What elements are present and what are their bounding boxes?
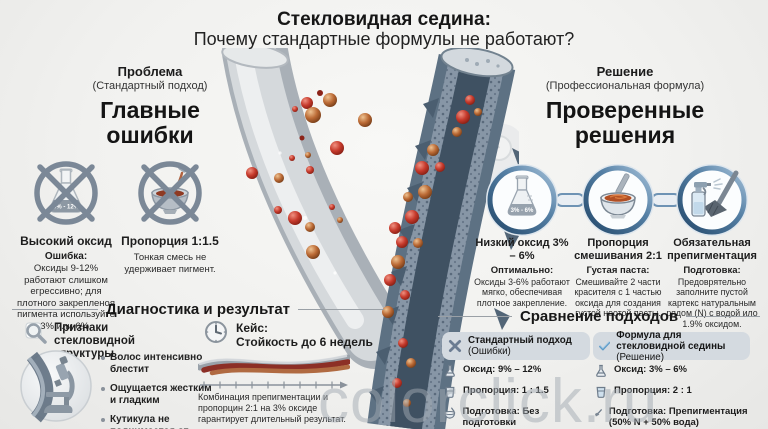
- problem-heading: Главные ошибки: [100, 97, 200, 148]
- microscope-icon: [20, 350, 92, 423]
- list-item: Ощущается жестким и гладким: [101, 383, 219, 407]
- signs-bullet-list: Волос интенсивно блестит Ощущается жестк…: [101, 352, 219, 429]
- measuring-cup-icon: [445, 386, 455, 398]
- formula-header: Формула для стекловидной седины (Решение…: [593, 330, 750, 363]
- bullet-dot-icon: [101, 387, 105, 391]
- table-row: Оксид: 9% – 12%: [443, 364, 591, 378]
- table-row: Подготовка: Без подготовки: [443, 406, 591, 428]
- mixing-bowl-icon: [582, 164, 654, 236]
- high-oxide-badge: 9% - 12%: [53, 205, 80, 211]
- solution-kicker: Решение: [596, 64, 654, 79]
- solution-item-prepigmentation: Обязательная препигментация Подготовка: …: [666, 237, 758, 329]
- chain-link-icon: [555, 193, 585, 207]
- chain-link-icon: [651, 193, 681, 207]
- case-title: Кейс:: [236, 321, 269, 335]
- problem-item-title: Высокий оксид: [20, 234, 112, 248]
- solution-heading: Проверенные решения: [545, 97, 705, 148]
- solution-icons-row: 3% - 6%: [486, 164, 748, 236]
- flask-icon: [596, 364, 606, 377]
- divider: [298, 308, 385, 311]
- arrowhead-icon: [340, 381, 348, 389]
- glassy-strand-art: [221, 48, 408, 369]
- table-row: Пропорция: 1 : 1.5: [443, 385, 591, 399]
- bowl-icon: [444, 407, 456, 419]
- no-high-oxide-flask-icon: 9% - 12%: [34, 161, 98, 225]
- divider: [686, 315, 761, 318]
- measuring-cup-icon: [596, 386, 606, 398]
- standard-approach-rows: Оксид: 9% – 12% Пропорция: 1 : 1.5 Подго…: [443, 364, 591, 429]
- open-cuticle-strand-art: [367, 48, 519, 429]
- bullet-dot-icon: [101, 418, 105, 422]
- table-row: Оксид: 3% – 6%: [594, 364, 756, 378]
- solution-header: Решение (Профессиональная формула): [505, 64, 745, 92]
- hair-wave-art: [198, 354, 350, 376]
- problem-item-body: Тонкая смесь не удерживает пигмент.: [124, 252, 216, 275]
- diagnostics-heading: Диагностика и результат: [12, 301, 385, 318]
- problem-item-high-oxide: 9% - 12% Высокий оксид Ошибка: Оксиды 9-…: [12, 156, 120, 332]
- timeline-axis: [200, 381, 348, 389]
- page-title: Стекловидная седина:: [277, 9, 491, 30]
- solution-item-ratio: Пропорция смешивания 2:1 Густая паста: С…: [574, 237, 662, 319]
- divider: [438, 315, 512, 318]
- formula-rows: Оксид: 3% – 6% Пропорция: 2 : 1 Подготов…: [594, 364, 756, 429]
- table-row: Подготовка: Препигментация (50% N + 50% …: [594, 406, 756, 428]
- no-thin-mix-bowl-icon: [138, 161, 202, 225]
- tint-brush-icon: [594, 409, 602, 417]
- problem-kicker: Проблема: [117, 64, 183, 79]
- list-item: Кутикула не поднимается от влаги: [101, 414, 219, 429]
- clock-icon: [205, 321, 227, 343]
- problem-item-body: Оксиды 9-12% работают слишком егрессивно…: [17, 263, 115, 332]
- problem-item-proportion: Пропорция 1:1.5 Тонкая смесь не удержива…: [116, 156, 224, 275]
- comparison-heading: Сравнение подходов: [438, 308, 761, 325]
- problem-header: Проблема (Стандартный подход): [30, 64, 270, 92]
- standard-approach-header: Стандартный подход (Ошибки): [442, 332, 590, 360]
- check-mark-icon: [599, 341, 611, 351]
- low-oxide-badge: 3% - 6%: [511, 208, 534, 214]
- spray-and-brush-icon: [676, 164, 748, 236]
- solution-item-low-oxide: Низкий оксид 3% – 6% Оптимально: Оксиды …: [474, 237, 570, 308]
- pigment-spheres-inside: [382, 95, 482, 407]
- floating-pigment-droplets: [246, 90, 372, 259]
- flask-icon: [445, 364, 455, 377]
- x-mark-icon: [448, 339, 462, 353]
- problem-item-sub: Ошибка:: [44, 251, 88, 262]
- problem-item-title: Пропорция 1:1.5: [121, 234, 219, 248]
- table-row: Пропорция: 2 : 1: [594, 385, 756, 399]
- magnifier-icon: [25, 322, 47, 344]
- hair-strands-illustration: [221, 48, 519, 429]
- low-oxide-flask-icon: 3% - 6%: [486, 164, 558, 236]
- divider: [12, 308, 98, 311]
- list-item: Волос интенсивно блестит: [101, 352, 219, 376]
- problem-kicker-sub: (Стандартный подход): [92, 80, 208, 92]
- bullet-dot-icon: [101, 356, 105, 360]
- case-note: Комбинация препигментации и пропорцин 2:…: [198, 392, 346, 424]
- case-subtitle: Стойкость до 6 недель: [236, 335, 373, 349]
- page-subtitle: Почему стандартные формулы не работают?: [193, 29, 575, 49]
- solution-kicker-sub: (Профессиональная формула): [545, 80, 705, 92]
